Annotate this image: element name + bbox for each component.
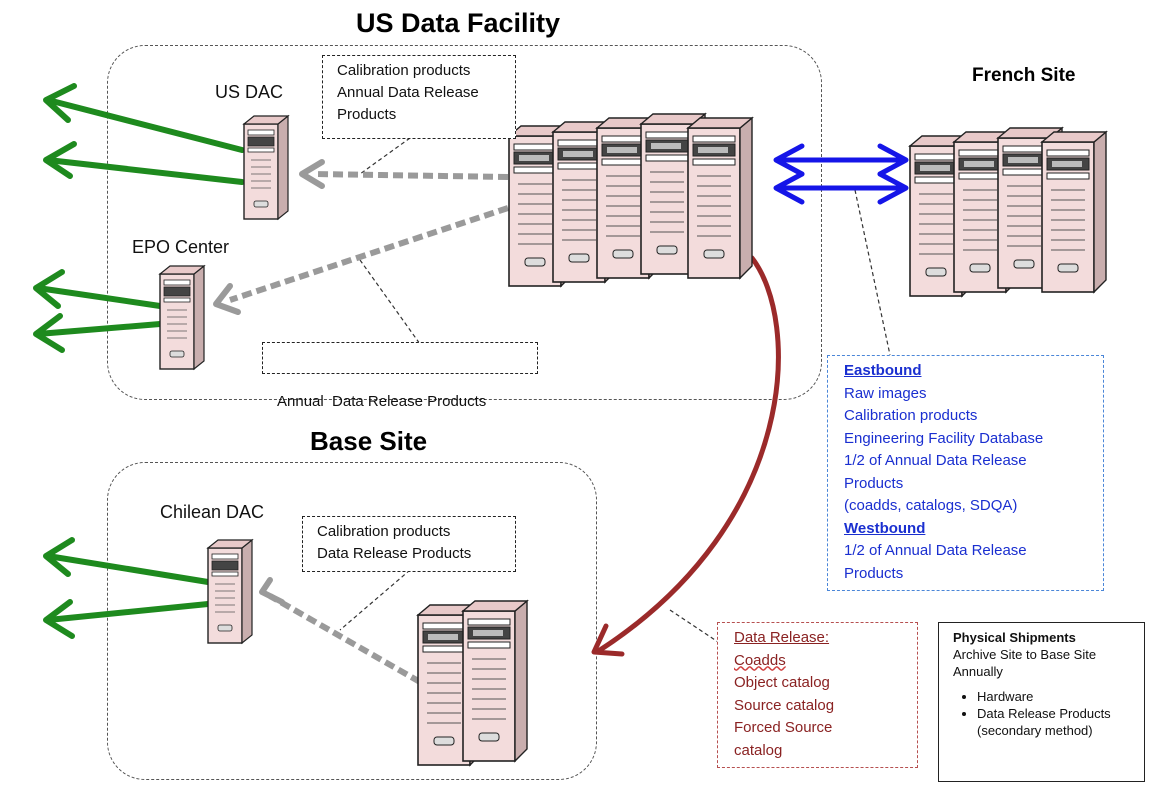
data-release-item: Source catalog bbox=[734, 696, 835, 714]
eastbound-item: Engineering Facility Database bbox=[844, 429, 1044, 447]
distribution-arrows bbox=[229, 171, 509, 685]
eastbound-item: Raw images bbox=[844, 384, 927, 402]
shipments-bullet: Data Release Products (secondary method) bbox=[977, 705, 1130, 739]
base-site-region bbox=[107, 462, 597, 780]
us-data-facility-region bbox=[107, 45, 822, 400]
callout-line: Calibration products bbox=[317, 523, 451, 540]
physical-shipments-heading: Physical Shipments bbox=[953, 630, 1076, 645]
transfer-arrows bbox=[773, 143, 909, 205]
callout-line: Annual Data Release bbox=[337, 84, 479, 101]
shipments-line: Archive Site to Base Site bbox=[953, 647, 1097, 662]
callout-line: Annual Data Release Products bbox=[277, 393, 487, 410]
chilean-dac-label: Chilean DAC bbox=[160, 502, 265, 522]
chilean-dac-server-icon bbox=[207, 539, 253, 644]
us-data-facility-servers bbox=[508, 113, 753, 287]
french-site-title: French Site bbox=[972, 65, 1076, 86]
shipments-bullet: Hardware bbox=[977, 688, 1130, 705]
us-data-facility-title: US Data Facility bbox=[356, 8, 561, 38]
transfer-details-box: Eastbound Raw images Calibration product… bbox=[827, 355, 1104, 591]
shipment-arrow bbox=[591, 255, 781, 657]
callout-line: Products bbox=[337, 106, 397, 123]
eastbound-item: (coadds, catalogs, SDQA) bbox=[844, 497, 1018, 514]
eastbound-heading: Eastbound bbox=[844, 362, 922, 379]
westbound-item: 1/2 of Annual Data Release bbox=[844, 542, 1027, 559]
epo-center-server-icon bbox=[159, 265, 205, 370]
outbound-arrows bbox=[33, 83, 245, 639]
epo-center-label: EPO Center bbox=[132, 237, 230, 257]
french-site-servers bbox=[909, 127, 1107, 297]
callout-line: Data Release Products bbox=[317, 545, 472, 562]
physical-shipments-box: Physical Shipments Archive Site to Base … bbox=[938, 622, 1145, 782]
data-release-heading: Data Release: bbox=[734, 629, 830, 646]
eastbound-item: Calibration products bbox=[844, 407, 978, 424]
server-rack-icon bbox=[687, 117, 753, 279]
data-release-item: catalog bbox=[734, 741, 783, 759]
eastbound-item: 1/2 of Annual Data Release bbox=[844, 452, 1027, 469]
shipments-list: Hardware Data Release Products (secondar… bbox=[953, 688, 1130, 739]
data-release-item: Forced Source bbox=[734, 719, 833, 736]
data-release-item: Object catalog bbox=[734, 674, 830, 691]
data-release-box: Data Release: Coadds Object catalog Sour… bbox=[717, 622, 918, 768]
base-site-title: Base Site bbox=[310, 426, 428, 456]
callout-connectors bbox=[339, 137, 891, 643]
data-release-item: Coadds bbox=[734, 651, 786, 669]
shipments-line: Annually bbox=[953, 664, 1003, 679]
server-rack-icon bbox=[1041, 131, 1107, 293]
westbound-heading: Westbound bbox=[844, 519, 926, 537]
distribution-arrowheads bbox=[213, 159, 325, 605]
us-dac-label: US DAC bbox=[215, 82, 284, 102]
server-rack-icon bbox=[462, 600, 528, 762]
callout-line: Calibration products bbox=[337, 62, 471, 79]
chilean-products-callout: Calibration products Data Release Produc… bbox=[302, 516, 516, 572]
epo-products-callout: Annual Data Release Products bbox=[262, 342, 538, 410]
base-site-servers bbox=[417, 600, 528, 766]
eastbound-item: Products bbox=[844, 474, 904, 492]
us-dac-server-icon bbox=[243, 115, 289, 220]
westbound-item: Products bbox=[844, 564, 904, 582]
us-dac-products-callout: Calibration products Annual Data Release… bbox=[322, 55, 516, 139]
